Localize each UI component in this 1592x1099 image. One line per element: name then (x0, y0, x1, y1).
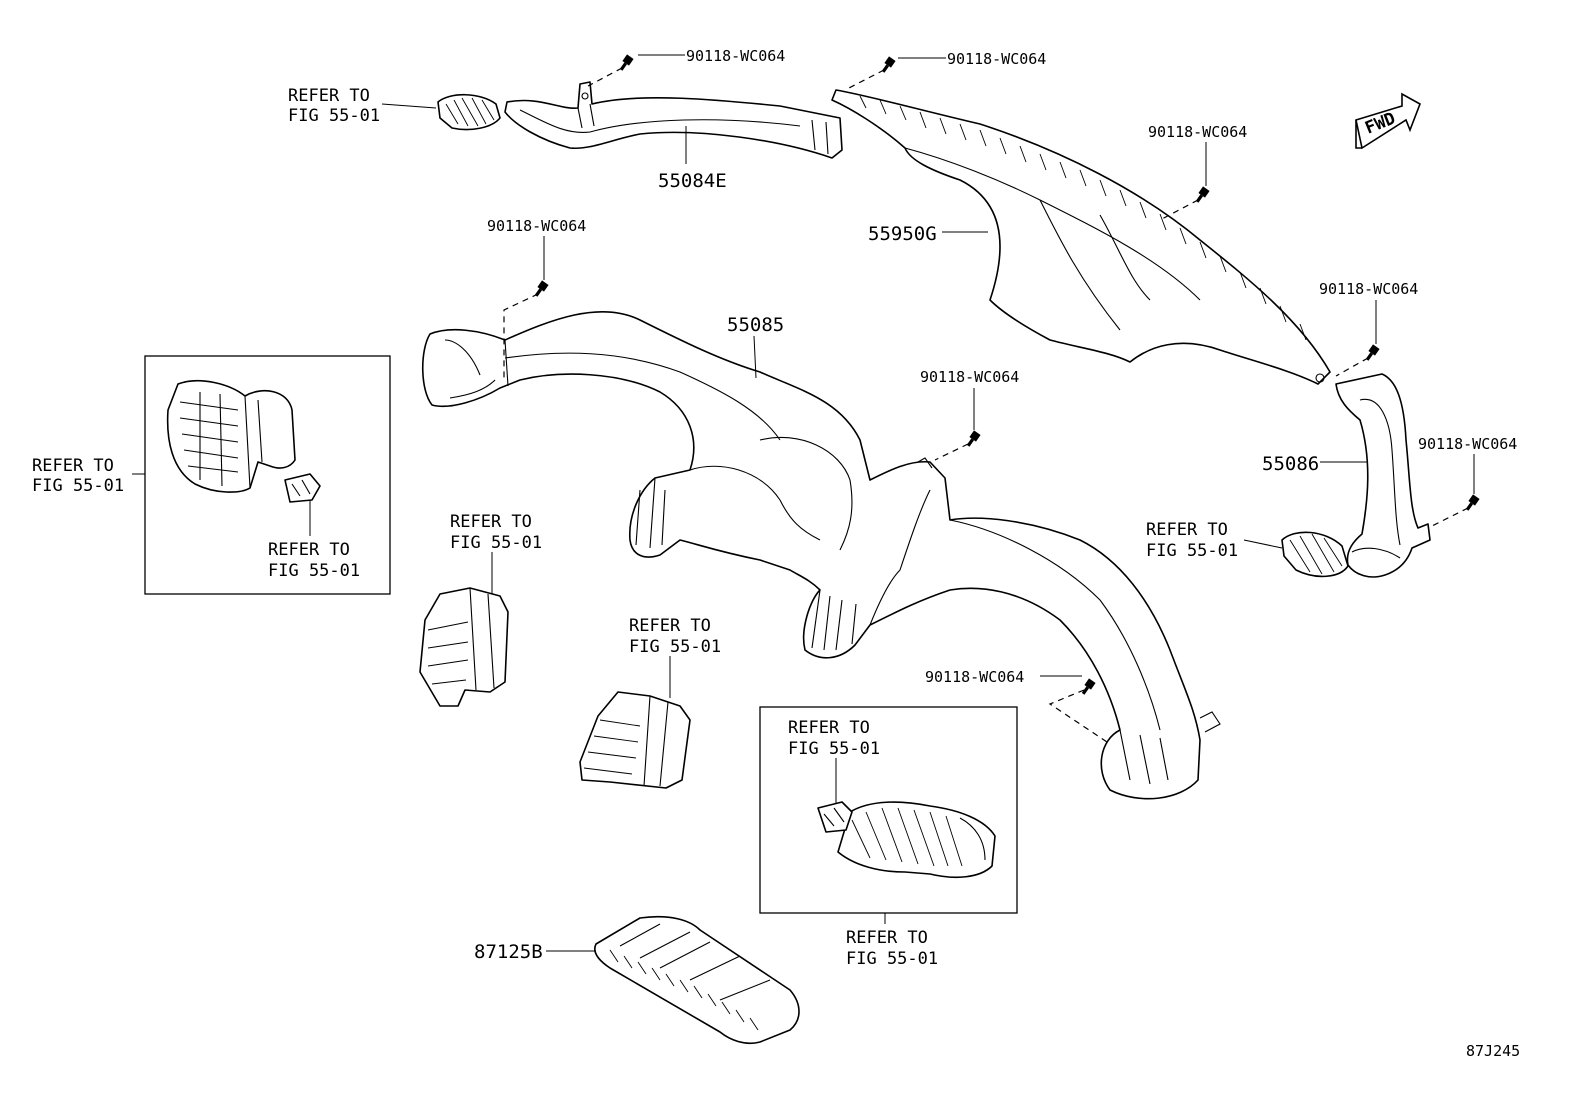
screw-code-label: 90118-WC064 (1148, 123, 1247, 141)
duct-55084E[interactable] (504, 81, 843, 159)
part-number-55085: 55085 (727, 314, 784, 336)
screw-icon (966, 430, 981, 447)
part-number-87125B: 87125B (474, 941, 543, 963)
svg-text:FIG 55-01: FIG 55-01 (846, 949, 938, 969)
tray-87125B[interactable] (594, 915, 800, 1045)
svg-text:FIG 55-01: FIG 55-01 (788, 739, 880, 759)
clip-left[interactable] (284, 473, 321, 503)
refer-label-top-left: REFER TO FIG 55-01 (288, 86, 380, 126)
svg-text:FIG 55-01: FIG 55-01 (268, 561, 360, 581)
refer-label-right: REFER TO FIG 55-01 (1146, 520, 1238, 561)
refer-label-centre: REFER TO FIG 55-01 (629, 616, 721, 657)
register-left-assembly[interactable] (166, 380, 296, 493)
duct-55085[interactable] (421, 310, 1221, 800)
part-number-55084E: 55084E (658, 170, 727, 192)
clip-bottom[interactable] (817, 801, 853, 833)
svg-text:REFER TO: REFER TO (846, 928, 928, 948)
svg-text:FIG 55-01: FIG 55-01 (629, 637, 721, 657)
screw-code-label: 90118-WC064 (947, 50, 1046, 68)
duct-55086[interactable] (1335, 373, 1431, 578)
svg-text:FIG 55-01: FIG 55-01 (288, 106, 380, 126)
leader-lines (132, 54, 1475, 952)
screw-code-label: 90118-WC064 (920, 368, 1019, 386)
screw-icons (534, 54, 1480, 695)
screw-code-label: 90118-WC064 (686, 47, 785, 65)
detail-box-bottom (759, 706, 1018, 914)
fwd-arrow-icon: FWD (1355, 92, 1421, 150)
svg-text:FIG 55-01: FIG 55-01 (450, 533, 542, 553)
register-top-left[interactable] (437, 93, 501, 131)
refer-label-bottom-box-inner: REFER TO FIG 55-01 (788, 718, 880, 759)
svg-text:FIG 55-01: FIG 55-01 (1146, 541, 1238, 561)
refer-label-bottom-box-outer: REFER TO FIG 55-01 (846, 928, 938, 969)
assembly-lines (503, 67, 1469, 745)
register-right[interactable] (1281, 531, 1349, 578)
register-centre-left[interactable] (419, 587, 509, 707)
detail-box-left (144, 355, 391, 595)
register-bottom-assembly[interactable] (837, 801, 996, 879)
refer-label-left-clip: REFER TO FIG 55-01 (268, 540, 360, 581)
svg-text:REFER TO: REFER TO (32, 456, 114, 476)
refer-label-left-box: REFER TO FIG 55-01 (32, 456, 124, 496)
svg-text:REFER TO: REFER TO (788, 718, 870, 738)
figure-code: 87J245 (1466, 1042, 1520, 1060)
screw-code-label: 90118-WC064 (925, 668, 1024, 686)
refer-label-centre-left: REFER TO FIG 55-01 (450, 512, 542, 553)
duct-55950G[interactable] (831, 89, 1331, 385)
svg-text:REFER TO: REFER TO (450, 512, 532, 532)
svg-text:REFER TO: REFER TO (1146, 520, 1228, 540)
register-centre[interactable] (579, 691, 691, 789)
screw-icon (1081, 678, 1096, 695)
part-number-55086: 55086 (1262, 453, 1319, 475)
svg-text:REFER TO: REFER TO (288, 86, 370, 106)
svg-text:FIG 55-01: FIG 55-01 (32, 476, 124, 496)
screw-code-label: 90118-WC064 (1319, 280, 1418, 298)
part-number-55950G: 55950G (868, 223, 937, 245)
screw-code-label: 90118-WC064 (1418, 435, 1517, 453)
screw-code-label: 90118-WC064 (487, 217, 586, 235)
svg-text:REFER TO: REFER TO (268, 540, 350, 560)
svg-text:REFER TO: REFER TO (629, 616, 711, 636)
